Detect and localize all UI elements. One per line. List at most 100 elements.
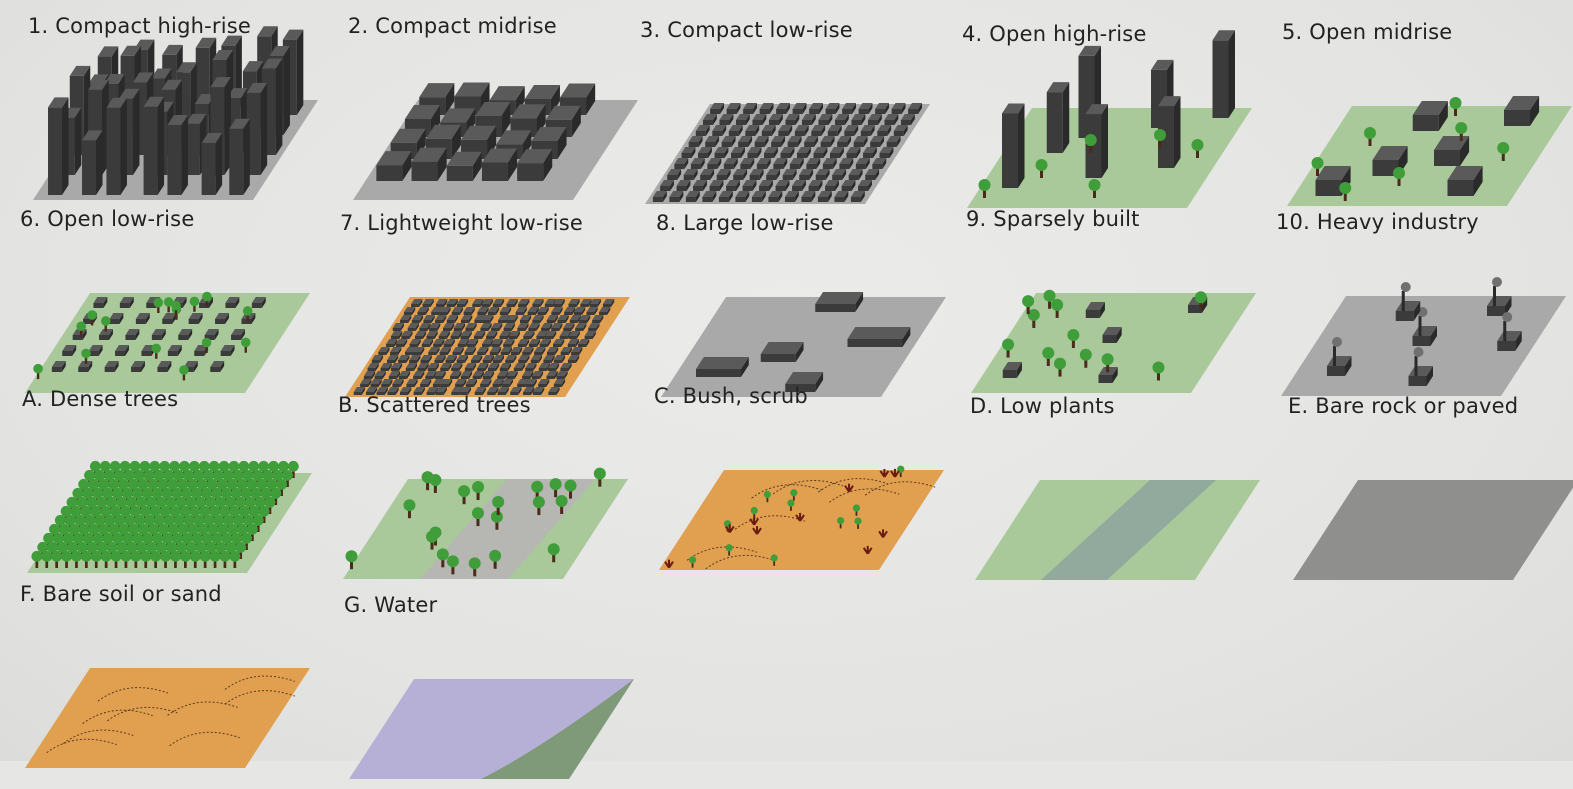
tree-trunk	[144, 559, 148, 568]
building-side	[157, 96, 165, 195]
tree-canopy	[229, 505, 240, 517]
building-front	[405, 368, 414, 371]
building-front	[551, 312, 560, 315]
building-front	[683, 175, 694, 180]
shack	[413, 387, 425, 395]
tree-canopy	[236, 478, 248, 490]
scrub-plant	[664, 559, 674, 569]
shack	[406, 379, 418, 387]
building-top	[547, 363, 560, 368]
tree-canopy	[226, 478, 238, 490]
building-front	[568, 336, 577, 339]
building-top	[527, 307, 539, 312]
building-top	[567, 355, 580, 360]
building-side	[447, 347, 451, 355]
building-front	[726, 186, 737, 191]
building-side	[577, 315, 582, 323]
tree-trunk	[839, 522, 842, 529]
building-top	[501, 379, 513, 384]
building-side	[575, 339, 579, 347]
building-front	[710, 109, 721, 114]
building-side	[736, 180, 740, 191]
building-side	[835, 180, 839, 191]
shrub	[688, 556, 697, 568]
building-side	[885, 103, 889, 114]
building-side	[535, 307, 539, 315]
tree-canopy	[532, 496, 545, 509]
building-top	[506, 299, 518, 304]
tree-canopy	[132, 532, 144, 544]
building-side	[748, 136, 753, 147]
building-top	[801, 114, 816, 120]
building-side	[1062, 82, 1070, 153]
building-side	[241, 329, 245, 340]
tree	[51, 550, 63, 568]
lcz-label: B. Scattered trees	[338, 393, 531, 417]
tree-trunk	[857, 522, 859, 529]
low-rise-building	[709, 180, 724, 191]
building-front	[806, 164, 817, 169]
shack	[409, 339, 421, 347]
shack	[491, 323, 503, 331]
building-side	[472, 363, 477, 371]
tree-canopy	[125, 496, 137, 508]
shack	[465, 323, 477, 331]
building-side	[903, 125, 908, 136]
building-top	[719, 114, 734, 120]
tree-canopy	[76, 496, 88, 508]
lcz-label: 6. Open low-rise	[20, 207, 195, 231]
building-front	[782, 175, 793, 180]
tree	[593, 467, 606, 487]
building-side	[507, 148, 518, 181]
tree-canopy	[189, 505, 201, 517]
building-side	[794, 191, 799, 202]
tree-trunk	[1459, 131, 1463, 141]
building-side	[444, 299, 448, 307]
building-side	[88, 361, 93, 372]
building-top	[119, 297, 134, 303]
smokestack	[1493, 286, 1496, 306]
building-side	[918, 103, 922, 114]
building-top	[543, 355, 555, 360]
building-front	[442, 328, 451, 331]
building-front	[513, 368, 522, 371]
lcz-label: C. Bush, scrub	[654, 384, 808, 408]
building-top	[212, 50, 233, 61]
tree-canopy	[153, 469, 165, 481]
tree-canopy	[1088, 179, 1101, 191]
tree	[76, 321, 86, 337]
low-rise-building	[842, 103, 856, 114]
building-front	[413, 376, 422, 379]
building-side	[729, 114, 734, 125]
tree-trunk	[1026, 304, 1030, 315]
building-side	[464, 355, 468, 363]
shack	[451, 307, 463, 315]
tree	[170, 550, 181, 568]
building-front	[841, 186, 852, 191]
building-top	[132, 72, 154, 83]
building-front	[157, 367, 168, 372]
building-top	[834, 114, 849, 120]
building-top	[392, 323, 404, 328]
building-front	[528, 328, 537, 331]
building-side	[471, 307, 475, 315]
tree-canopy	[128, 523, 139, 535]
building-side	[559, 323, 563, 331]
tree	[241, 532, 252, 550]
building-top	[551, 323, 563, 328]
shack	[471, 355, 483, 363]
building-side	[854, 125, 859, 136]
dense-trees-illustration	[27, 460, 312, 573]
building-side	[427, 323, 431, 331]
low-rise-building	[215, 313, 229, 324]
building-front	[446, 165, 473, 181]
tree	[472, 481, 485, 501]
building-side	[141, 361, 145, 372]
warehouse	[760, 342, 804, 362]
tree-canopy	[76, 321, 86, 332]
building-side	[465, 339, 469, 347]
building-side	[832, 158, 837, 169]
low-rise-building	[900, 114, 915, 125]
building-side	[129, 297, 134, 308]
building-side	[445, 83, 455, 115]
